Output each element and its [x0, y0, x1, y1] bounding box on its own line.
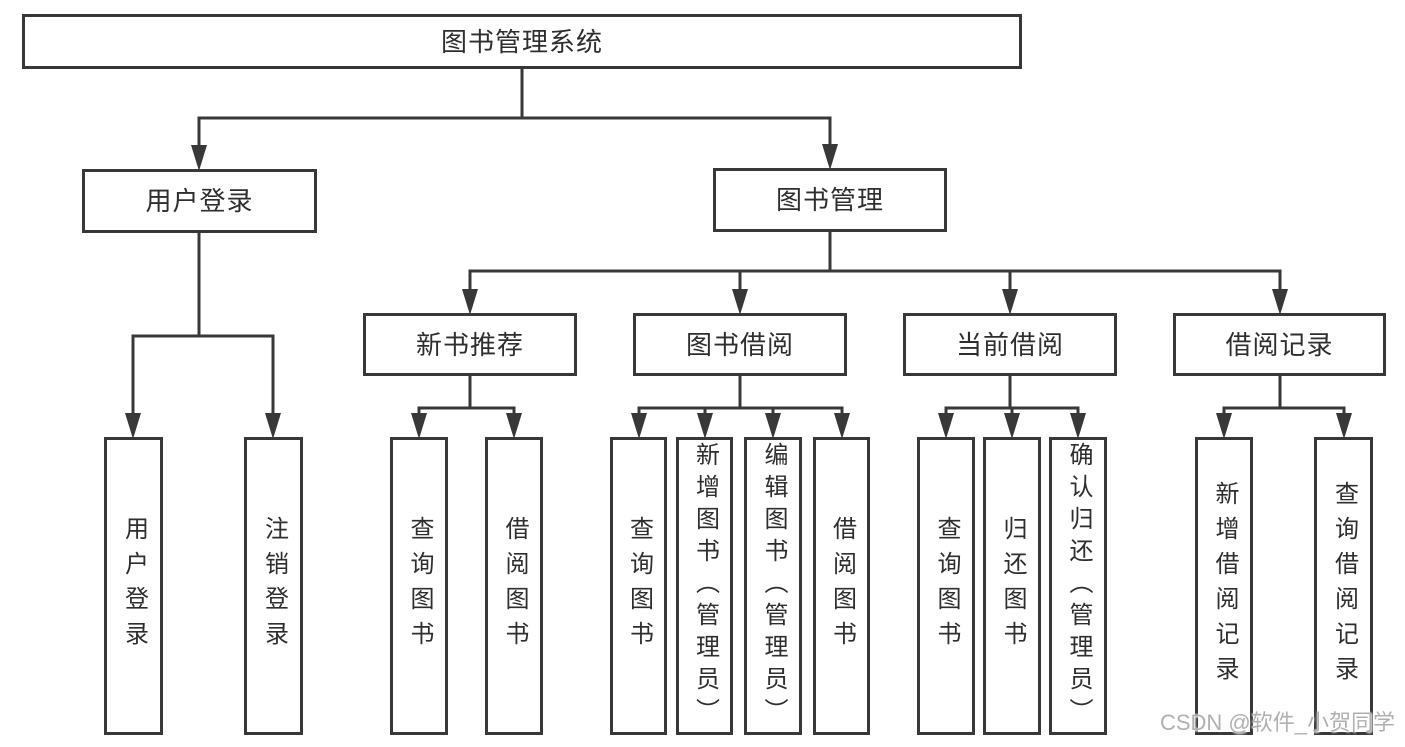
node-logout-action: 注销登录 — [244, 437, 303, 735]
node-add-books-admin: 新增图书（管理员） — [676, 437, 733, 735]
node-current-borrowing: 当前借阅 — [903, 313, 1117, 376]
node-add-borrow-record: 新增借阅记录 — [1195, 437, 1253, 735]
node-confirm-return-admin: 确认归还（管理员） — [1049, 437, 1107, 735]
node-user-login: 用户登录 — [82, 169, 317, 233]
node-borrow-books-action: 借阅图书 — [813, 437, 870, 735]
node-new-book-recommendation: 新书推荐 — [363, 313, 577, 376]
node-book-borrowing: 图书借阅 — [633, 313, 847, 376]
node-query-books-recommend: 查询图书 — [390, 437, 448, 735]
node-edit-books-admin: 编辑图书（管理员） — [744, 437, 802, 735]
watermark: CSDN @软件_小贺同学 — [1159, 710, 1395, 735]
node-user-login-action: 用户登录 — [104, 437, 163, 735]
node-query-books-current: 查询图书 — [917, 437, 975, 735]
node-query-books-borrow: 查询图书 — [610, 437, 667, 735]
node-book-management: 图书管理 — [713, 168, 947, 232]
node-library-management-system: 图书管理系统 — [22, 14, 1022, 69]
node-borrow-books-recommend: 借阅图书 — [485, 437, 543, 735]
node-return-books: 归还图书 — [983, 437, 1041, 735]
node-query-borrow-record: 查询借阅记录 — [1314, 437, 1373, 735]
node-borrowing-records: 借阅记录 — [1173, 313, 1386, 376]
